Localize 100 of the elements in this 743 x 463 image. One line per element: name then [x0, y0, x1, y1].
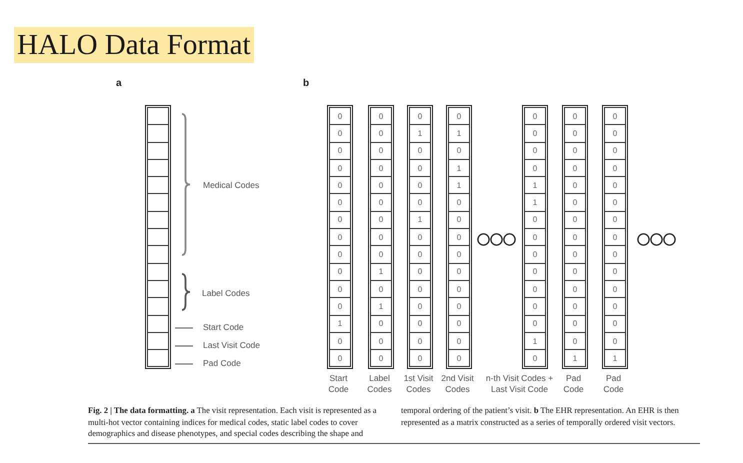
code-cell: 0	[524, 262, 546, 281]
code-cell: 0	[329, 280, 351, 298]
code-cell: 0	[448, 142, 470, 160]
code-cell: 0	[448, 245, 470, 264]
code-cell: 0	[604, 228, 626, 246]
code-cell: 0	[448, 349, 470, 368]
code-cell: 1	[409, 124, 431, 143]
bracket-label: Medical Codes	[203, 180, 260, 191]
code-cell: 0	[409, 245, 431, 264]
code-cell: 0	[564, 297, 586, 316]
code-cell: 0	[448, 262, 470, 281]
column-label: 2nd Visit Codes	[440, 373, 475, 396]
code-cell: 0	[370, 314, 392, 333]
code-cell: 0	[409, 349, 431, 368]
code-cell: 0	[604, 245, 626, 264]
code-cell: 0	[409, 142, 431, 160]
code-cell: 0	[370, 210, 392, 230]
column-label: Pad Code	[602, 373, 625, 396]
code-cell: 0	[370, 349, 392, 368]
code-cell: 0	[329, 262, 351, 281]
vector-column	[145, 105, 171, 370]
code-cell: 0	[448, 228, 470, 246]
code-cell: 0	[564, 280, 586, 298]
code-cell: 0	[329, 332, 351, 350]
code-cell: 0	[564, 245, 586, 264]
code-cell: 0	[329, 124, 351, 143]
vector-cell	[147, 262, 169, 281]
code-cell: 1	[524, 193, 546, 212]
bracket-label: Last Visit Code	[203, 340, 260, 351]
column-label: Pad Code	[562, 373, 585, 396]
code-cell: 0	[524, 297, 546, 316]
code-cell: 1	[448, 158, 470, 178]
vector-cell	[147, 158, 169, 178]
code-cell: 0	[370, 280, 392, 298]
vector-cell	[147, 314, 169, 333]
code-cell: 1	[448, 124, 470, 143]
vector-cell	[147, 332, 169, 350]
bracket-label: Label Codes	[202, 288, 250, 299]
code-cell: 0	[564, 176, 586, 194]
code-cell: 0	[370, 107, 392, 126]
vector-cell	[147, 124, 169, 143]
code-cell: 0	[524, 158, 546, 178]
vector-cell	[147, 228, 169, 246]
code-cell: 0	[604, 142, 626, 160]
code-cell: 0	[564, 228, 586, 246]
vector-cell	[147, 297, 169, 316]
code-cell: 0	[409, 332, 431, 350]
code-cell: 0	[524, 142, 546, 160]
code-cell: 0	[370, 124, 392, 143]
code-cell: 0	[409, 314, 431, 333]
code-cell: 0	[564, 193, 586, 212]
vector-cell	[147, 193, 169, 212]
code-cell: 0	[524, 107, 546, 126]
code-cell: 0	[448, 107, 470, 126]
code-cell: 0	[370, 228, 392, 246]
code-cell: 0	[409, 193, 431, 212]
code-cell: 0	[604, 124, 626, 143]
vector-cell	[147, 280, 169, 298]
code-cell: 0	[564, 314, 586, 333]
column-label: n-th Visit Codes + Last Visit Code	[484, 373, 554, 396]
code-cell: 0	[409, 176, 431, 194]
code-cell: 0	[564, 124, 586, 143]
code-cell: 0	[409, 228, 431, 246]
code-cell: 0	[448, 297, 470, 316]
code-cell: 0	[329, 142, 351, 160]
code-cell: 0	[564, 262, 586, 281]
code-cell: 0	[524, 210, 546, 230]
code-cell: 1	[564, 349, 586, 368]
code-cell: 0	[329, 176, 351, 194]
code-cell: 0	[448, 332, 470, 350]
code-cell: 0	[409, 158, 431, 178]
bracket-label: Start Code	[203, 322, 244, 333]
code-cell: 0	[604, 280, 626, 298]
code-cell: 0	[329, 107, 351, 126]
panel-letter: b	[303, 78, 310, 90]
code-cell: 0	[409, 297, 431, 316]
code-cell: 0	[604, 158, 626, 178]
code-cell: 0	[448, 210, 470, 230]
bracket-label: Pad Code	[203, 358, 241, 369]
code-cell: 0	[329, 245, 351, 264]
code-cell: 0	[329, 297, 351, 316]
code-cell: 1	[524, 332, 546, 350]
column-label: Start Code	[327, 373, 350, 396]
code-cell: 0	[370, 158, 392, 178]
vector-cell	[147, 245, 169, 264]
code-cell: 0	[448, 280, 470, 298]
code-cell: 0	[604, 262, 626, 281]
code-cell: 0	[564, 158, 586, 178]
vector-cell	[147, 142, 169, 160]
code-cell: 0	[604, 297, 626, 316]
column-label: Label Codes	[366, 373, 393, 396]
code-cell: 0	[329, 193, 351, 212]
code-cell: 0	[604, 176, 626, 194]
vector-cell	[147, 349, 169, 368]
code-cell: 0	[604, 193, 626, 212]
code-cell: 0	[524, 124, 546, 143]
code-cell: 0	[448, 314, 470, 333]
code-cell: 0	[329, 210, 351, 230]
title: HALO Data Format	[14, 27, 254, 63]
code-cell: 0	[604, 107, 626, 126]
